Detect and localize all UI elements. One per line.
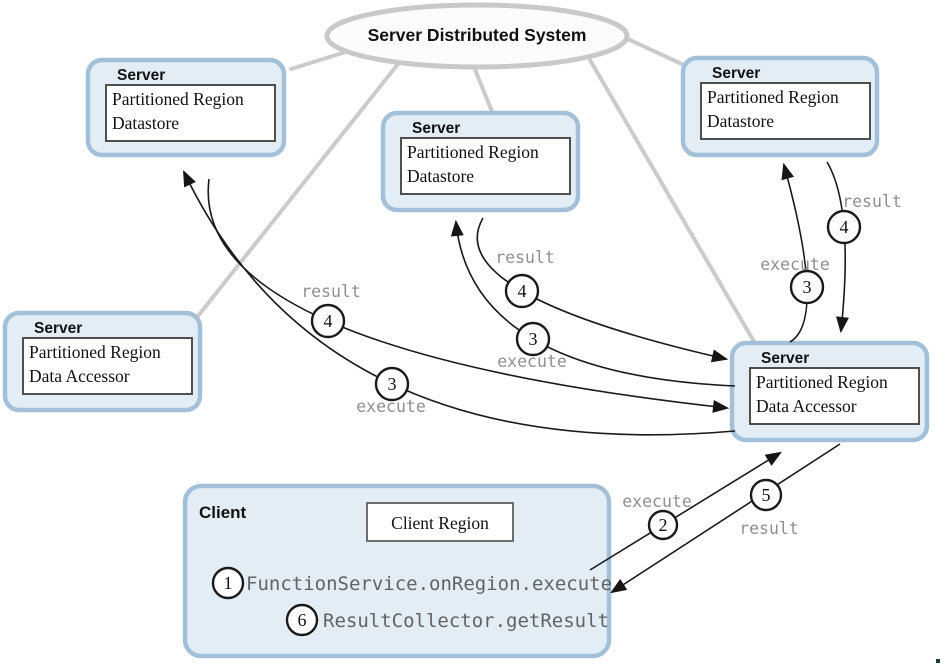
execute-arrow-client-to-accessor: [589, 451, 782, 571]
server-center-datastore-line1: Partitioned Region: [407, 142, 539, 162]
connector-to-left-accessor: [196, 62, 400, 318]
result-label-client: result: [739, 519, 799, 538]
server-left-accessor-line2: Data Accessor: [29, 366, 130, 386]
step-3-number-center: 3: [529, 329, 538, 349]
step-4-number-topright: 4: [840, 217, 849, 237]
server-topright-datastore-line2: Datastore: [707, 111, 774, 131]
step-3-badge-topleft: [374, 366, 410, 402]
connector-to-center-server: [472, 65, 495, 116]
server-center-datastore-box: [400, 137, 571, 195]
client-step-1-code: FunctionService.onRegion.execute: [246, 573, 612, 595]
server-right-accessor-line2: Data Accessor: [756, 396, 857, 416]
server-topleft-datastore-box: [105, 84, 276, 142]
server-topright-datastore-line1: Partitioned Region: [707, 87, 839, 107]
server-right-accessor: Server Partitioned Region Data Accessor: [729, 340, 930, 443]
result-arrow-from-topleft: [207, 178, 730, 413]
result-label-topright: result: [842, 192, 902, 211]
step-5-badge: [749, 478, 783, 512]
server-center: Server Partitioned Region Datastore: [380, 110, 581, 213]
connector-to-right-accessor: [588, 58, 758, 347]
client-steps: 1 FunctionService.onRegion.execute 6 Res…: [211, 566, 612, 637]
step-5-number: 5: [762, 485, 771, 505]
flow-annotations-topleft: result 4 3 execute: [301, 282, 426, 416]
server-left-accessor-inner-box: [22, 337, 193, 395]
step-3-number-topleft: 3: [388, 374, 397, 394]
server-topleft-datastore-line2: Datastore: [112, 113, 179, 133]
server-topleft: Server Partitioned Region Datastore: [85, 57, 287, 158]
result-label-topleft: result: [301, 282, 361, 301]
execute-arrow-to-topright: [781, 162, 808, 343]
connector-to-topleft-server: [289, 48, 354, 71]
step-4-badge-center: [504, 273, 540, 309]
execute-label-topleft: execute: [356, 397, 426, 416]
step-1-number: 1: [224, 573, 233, 593]
flow-annotations-center: result 4 3 execute: [495, 248, 567, 371]
server-right-accessor-inner-box: [749, 367, 920, 425]
server-topright: Server Partitioned Region Datastore: [680, 55, 880, 158]
execute-label-center: execute: [497, 352, 567, 371]
step-3-badge-topright: [789, 269, 825, 305]
corner-mark: [936, 659, 940, 663]
client-step-6-code: ResultCollector.getResult: [323, 610, 609, 632]
flow-annotations-client: execute 2 5 result: [622, 478, 799, 541]
execute-label-topright: execute: [760, 255, 830, 274]
server-left-accessor-line1: Partitioned Region: [29, 342, 161, 362]
step-1-badge: [211, 566, 245, 600]
result-arrow-accessor-to-client: [610, 443, 841, 594]
server-center-title: Server: [412, 120, 460, 137]
server-topleft-title: Server: [117, 67, 165, 84]
step-6-number: 6: [298, 610, 307, 630]
server-topleft-datastore-line1: Partitioned Region: [112, 89, 244, 109]
client-region-box: [366, 502, 514, 542]
step-3-badge-center: [515, 321, 551, 357]
step-2-number: 2: [659, 515, 668, 535]
step-2-badge: [647, 509, 679, 541]
distributed-system-ellipse: [324, 2, 630, 70]
server-left-accessor: Server Partitioned Region Data Accessor: [2, 310, 203, 413]
server-right-accessor-title: Server: [761, 350, 809, 367]
client-title: Client: [199, 503, 247, 522]
step-4-number-topleft: 4: [324, 311, 333, 331]
step-4-badge-topright: [826, 209, 862, 245]
step-4-number-center: 4: [518, 281, 527, 301]
flow-annotations-topright: result 4 execute 3: [760, 192, 902, 305]
distributed-system: Server Distributed System: [324, 2, 630, 70]
client-region-label: Client Region: [391, 513, 489, 533]
execute-label-client: execute: [622, 492, 692, 511]
server-right-accessor-line1: Partitioned Region: [756, 372, 888, 392]
distributed-system-title: Server Distributed System: [368, 25, 587, 45]
server-topright-title: Server: [712, 65, 760, 82]
server-center-datastore-line2: Datastore: [407, 166, 474, 186]
step-6-badge: [285, 603, 319, 637]
result-label-center: result: [495, 248, 555, 267]
server-topright-datastore-box: [700, 82, 871, 140]
server-left-accessor-title: Server: [34, 320, 82, 337]
step-3-number-topright: 3: [803, 277, 812, 297]
result-arrow-from-topright: [826, 161, 849, 334]
step-4-badge-topleft: [310, 303, 346, 339]
